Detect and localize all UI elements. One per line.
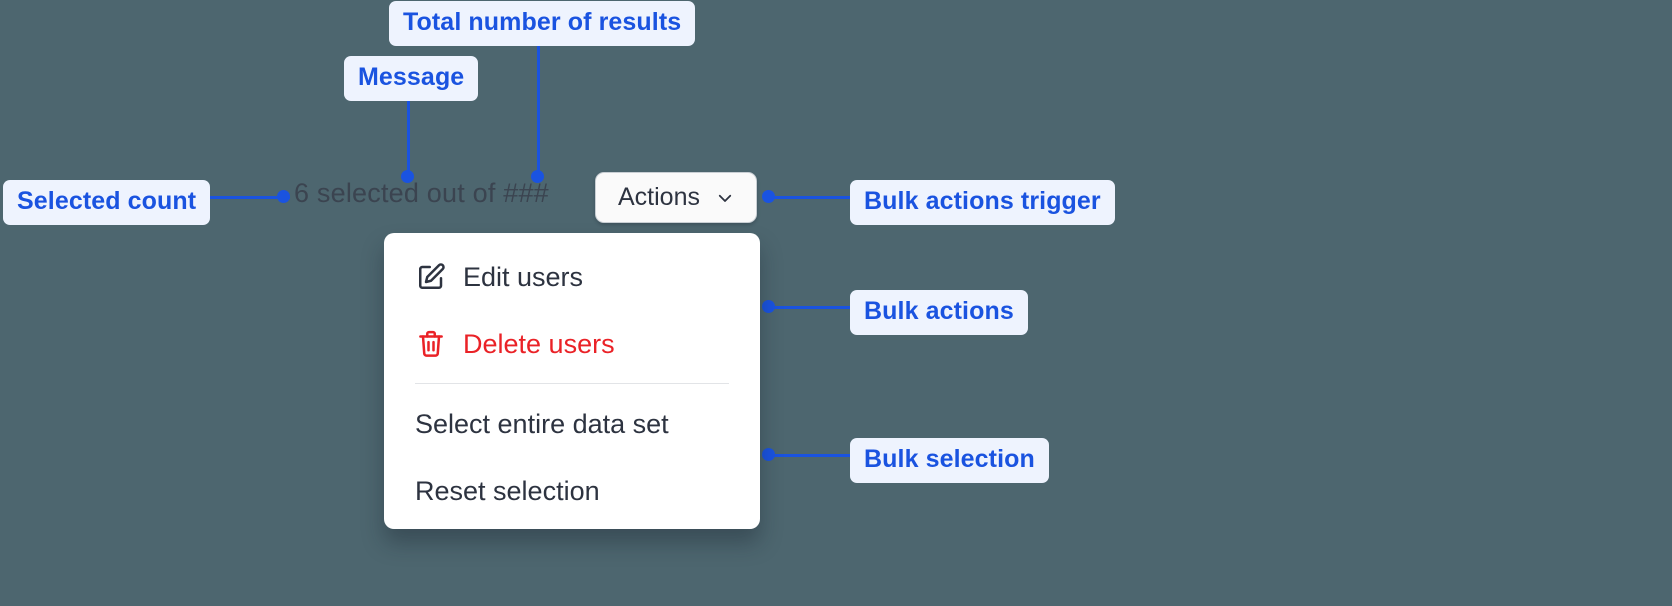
menu-item-label: Reset selection: [415, 475, 600, 506]
connector-bulk-selection: [765, 454, 855, 457]
menu-item-label: Select entire data set: [415, 408, 669, 439]
connector-dot-bulk-selection: [762, 448, 775, 461]
bulk-actions-trigger-label: Actions: [618, 183, 700, 211]
connector-bulk-actions-trigger: [765, 196, 855, 199]
connector-dot-bulk-actions: [762, 300, 775, 313]
connector-message: [407, 92, 410, 178]
connector-dot-message: [401, 170, 414, 183]
annotation-bulk-actions: Bulk actions: [850, 290, 1028, 335]
annotation-selected-count: Selected count: [3, 180, 211, 225]
connector-dot-bulk-actions-trigger: [762, 190, 775, 203]
edit-pencil-icon: [416, 262, 463, 292]
menu-item-label: Delete users: [463, 328, 615, 359]
menu-item-delete-users[interactable]: Delete users: [384, 316, 760, 372]
connector-selected-count: [200, 196, 290, 199]
menu-item-select-entire-data-set[interactable]: Select entire data set: [384, 396, 760, 452]
menu-divider: [415, 383, 729, 384]
connector-dot-selected-count: [277, 190, 290, 203]
connector-total-results: [537, 38, 540, 178]
connector-bulk-actions: [765, 306, 855, 309]
annotation-message: Message: [344, 56, 479, 101]
connector-dot-total-results: [531, 170, 544, 183]
annotation-bulk-actions-trigger: Bulk actions trigger: [850, 180, 1115, 225]
bulk-actions-menu: Edit users Delete users Select entire da…: [384, 233, 760, 529]
chevron-down-icon: [716, 189, 734, 207]
trash-icon: [416, 329, 463, 359]
menu-item-reset-selection[interactable]: Reset selection: [384, 463, 760, 519]
menu-item-label: Edit users: [463, 261, 584, 292]
annotation-bulk-selection: Bulk selection: [850, 438, 1049, 483]
menu-item-edit-users[interactable]: Edit users: [384, 249, 760, 305]
bulk-actions-trigger-button[interactable]: Actions: [595, 172, 757, 223]
annotation-total-number-of-results: Total number of results: [389, 1, 696, 46]
selection-count-message: 6 selected out of ###: [294, 178, 549, 208]
